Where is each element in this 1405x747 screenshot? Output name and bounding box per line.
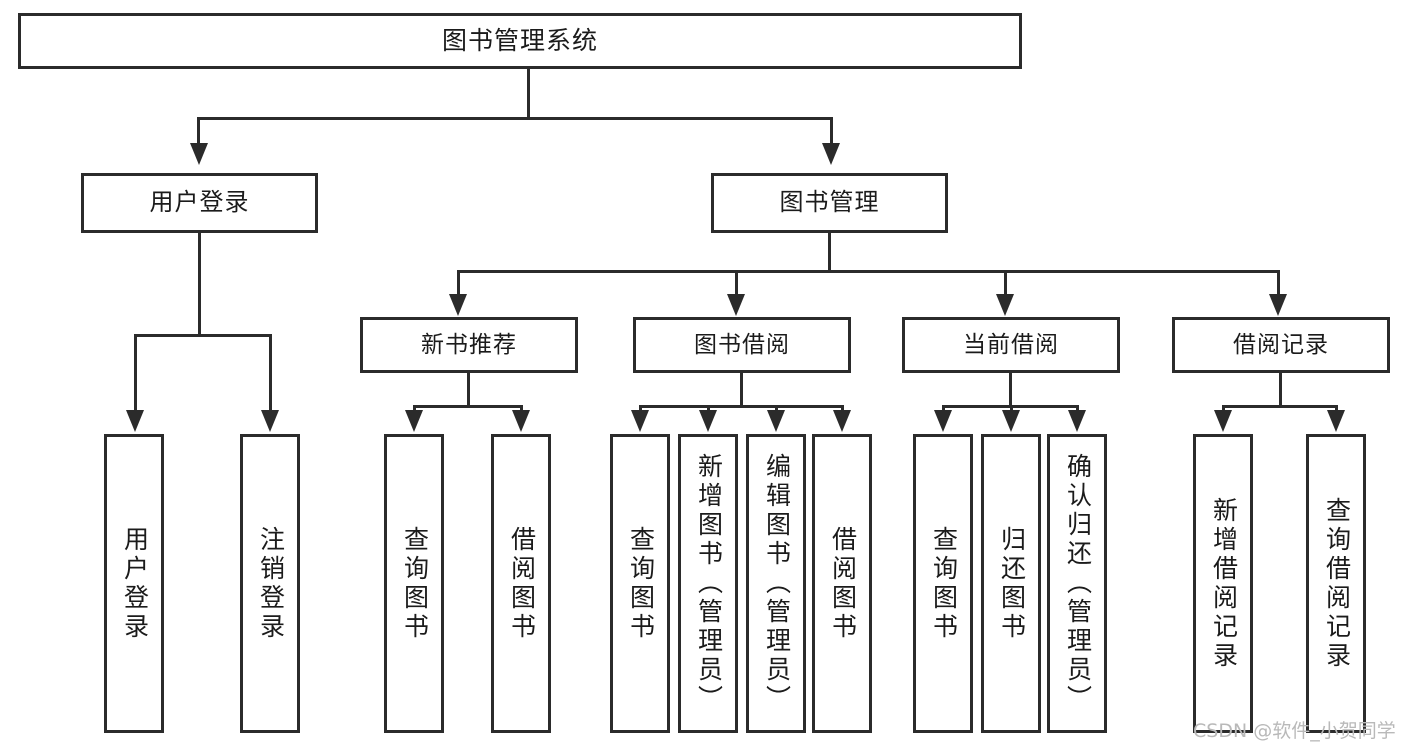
leaf-bb-query-book[interactable]: 查询图书 (610, 434, 670, 733)
arrow-to-book-borrow (727, 294, 745, 316)
connector-cb-stem (1009, 373, 1012, 407)
node-label: 新书推荐 (421, 331, 517, 358)
leaf-cb-confirm-return-admin[interactable]: 确认归还（管理员） (1047, 434, 1107, 733)
connector-book-manage-bus (457, 270, 1280, 273)
connector-cb-drop-2 (1010, 405, 1013, 413)
connector-bb-drop-4 (841, 405, 844, 413)
leaf-bb-edit-book-admin[interactable]: 编辑图书（管理员） (746, 434, 806, 733)
node-label: 借阅记录 (1233, 331, 1329, 358)
arrow-to-cb-leaf-3 (1068, 410, 1086, 432)
arrow-to-bb-leaf-1 (631, 410, 649, 432)
connector-bm-drop-2 (735, 270, 738, 294)
node-borrow-record[interactable]: 借阅记录 (1172, 317, 1390, 373)
node-current-borrow[interactable]: 当前借阅 (902, 317, 1120, 373)
node-label: 确认归还（管理员） (1063, 453, 1092, 714)
node-root-system[interactable]: 图书管理系统 (18, 13, 1022, 69)
node-label: 图书管理 (779, 188, 880, 216)
connector-bb-drop-2 (707, 405, 710, 413)
connector-bm-drop-1 (457, 270, 460, 294)
arrow-to-user-login (190, 143, 208, 165)
connector-bb-stem (740, 373, 743, 407)
leaf-user-login[interactable]: 用户登录 (104, 434, 164, 733)
connector-nbr-bus (413, 405, 523, 408)
connector-book-manage-stem (828, 233, 831, 273)
node-label: 用户登录 (149, 188, 250, 216)
node-label: 图书借阅 (694, 331, 790, 358)
connector-user-login-stem (198, 233, 201, 336)
connector-root-drop-left (197, 117, 200, 143)
connector-br-drop-1 (1222, 405, 1225, 413)
arrow-to-nbr-leaf-2 (512, 410, 530, 432)
arrow-to-bb-leaf-2 (699, 410, 717, 432)
node-user-login[interactable]: 用户登录 (81, 173, 318, 233)
connector-bm-drop-4 (1277, 270, 1280, 294)
node-label: 新增图书（管理员） (694, 453, 723, 714)
leaf-nbr-query-book[interactable]: 查询图书 (384, 434, 444, 733)
arrow-to-current-borrow (996, 294, 1014, 316)
node-label: 查询图书 (626, 525, 655, 642)
arrow-to-cb-leaf-1 (934, 410, 952, 432)
connector-user-login-bus (134, 334, 272, 337)
connector-bm-drop-3 (1004, 270, 1007, 294)
node-label: 借阅图书 (507, 525, 536, 642)
node-label: 注销登录 (256, 525, 285, 642)
arrow-to-bb-leaf-4 (833, 410, 851, 432)
leaf-nbr-borrow-book[interactable]: 借阅图书 (491, 434, 551, 733)
leaf-cb-return-book[interactable]: 归还图书 (981, 434, 1041, 733)
node-book-management[interactable]: 图书管理 (711, 173, 948, 233)
leaf-bb-add-book-admin[interactable]: 新增图书（管理员） (678, 434, 738, 733)
connector-user-login-drop-1 (134, 334, 137, 410)
node-label: 当前借阅 (963, 331, 1059, 358)
node-label: 归还图书 (997, 525, 1026, 642)
connector-bb-drop-3 (775, 405, 778, 413)
node-new-book-recommend[interactable]: 新书推荐 (360, 317, 578, 373)
connector-root-bus (197, 117, 833, 120)
node-label: 查询借阅记录 (1322, 496, 1351, 671)
leaf-bb-borrow-book[interactable]: 借阅图书 (812, 434, 872, 733)
node-label: 新增借阅记录 (1209, 496, 1238, 671)
connector-cb-drop-3 (1076, 405, 1079, 413)
node-label: 用户登录 (120, 525, 149, 642)
connector-bb-drop-1 (639, 405, 642, 413)
arrow-to-br-leaf-2 (1327, 410, 1345, 432)
arrow-to-bb-leaf-3 (767, 410, 785, 432)
connector-br-stem (1279, 373, 1282, 407)
arrow-to-leaf-logout (261, 410, 279, 432)
connector-root-drop-right (830, 117, 833, 143)
connector-user-login-drop-2 (269, 334, 272, 410)
arrow-to-book-manage (822, 143, 840, 165)
connector-nbr-stem (467, 373, 470, 407)
connector-nbr-drop-1 (413, 405, 416, 413)
leaf-cb-query-book[interactable]: 查询图书 (913, 434, 973, 733)
arrow-to-new-book-recommend (449, 294, 467, 316)
arrow-to-leaf-user-login (126, 410, 144, 432)
arrow-to-br-leaf-1 (1214, 410, 1232, 432)
connector-br-bus (1222, 405, 1338, 408)
node-book-borrow[interactable]: 图书借阅 (633, 317, 851, 373)
connector-root-stem (527, 69, 530, 119)
connector-bb-bus (639, 405, 844, 408)
leaf-logout[interactable]: 注销登录 (240, 434, 300, 733)
leaf-br-add-record[interactable]: 新增借阅记录 (1193, 434, 1253, 733)
arrow-to-cb-leaf-2 (1002, 410, 1020, 432)
arrow-to-nbr-leaf-1 (405, 410, 423, 432)
connector-nbr-drop-2 (520, 405, 523, 413)
node-label: 查询图书 (400, 525, 429, 642)
node-label: 编辑图书（管理员） (762, 453, 791, 714)
leaf-br-query-record[interactable]: 查询借阅记录 (1306, 434, 1366, 733)
arrow-to-borrow-record (1269, 294, 1287, 316)
node-label: 查询图书 (929, 525, 958, 642)
connector-cb-drop-1 (942, 405, 945, 413)
node-label: 借阅图书 (828, 525, 857, 642)
node-label: 图书管理系统 (441, 27, 598, 55)
connector-br-drop-2 (1335, 405, 1338, 413)
